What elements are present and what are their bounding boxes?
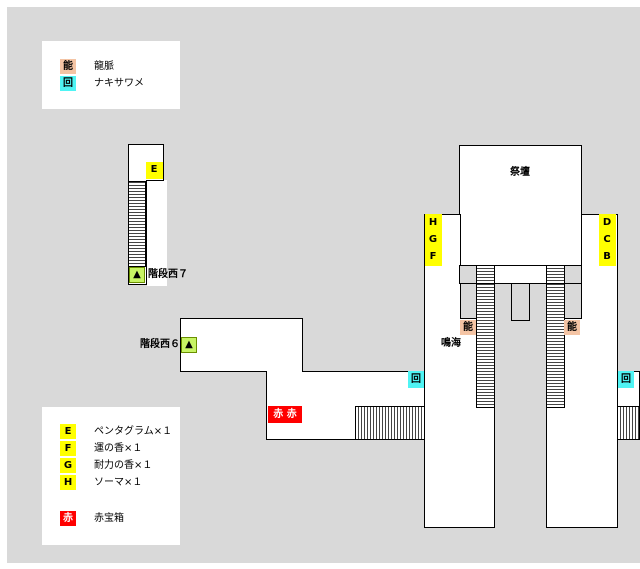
ryumyaku-icon: 能 — [564, 320, 580, 335]
corridor-join — [267, 368, 302, 373]
legend-label-f: 運の香×１ — [94, 443, 143, 454]
stairs-west-7-label: 階段西７ — [148, 269, 188, 280]
legend-label-nakisawame: ナキサワメ — [94, 78, 144, 89]
item-g-label: G — [428, 234, 438, 245]
item-e-marker — [146, 162, 163, 179]
item-h-legend-icon: H — [60, 475, 76, 490]
item-f-legend-icon: F — [60, 441, 76, 456]
tower-wall — [146, 180, 164, 181]
staircase-inner-left — [476, 265, 495, 284]
tower-notch — [147, 180, 167, 286]
altar-label: 祭壇 — [510, 167, 530, 178]
nakisawame-icon: 回 — [408, 371, 424, 388]
item-d-label: D — [602, 217, 612, 228]
legend-bottom: E ペンタグラム×１ F 運の香×１ G 耐力の香×１ H ソーマ×１ 赤 赤宝… — [42, 407, 180, 545]
item-f-label: F — [429, 251, 437, 262]
hall-join — [425, 314, 460, 320]
staircase-west-7 — [128, 181, 146, 267]
hall-join — [582, 314, 617, 320]
legend-label-h: ソーマ×１ — [94, 477, 143, 488]
item-c-label: C — [603, 234, 611, 245]
legend-top: 能 龍脈 回 ナキサワメ — [42, 41, 180, 109]
staircase-east-exit — [617, 406, 640, 440]
item-b-label: B — [603, 251, 611, 262]
ryumyaku-legend-icon: 能 — [60, 59, 76, 74]
pillar — [564, 265, 582, 284]
item-g-legend-icon: G — [60, 458, 76, 473]
pillar — [459, 265, 477, 284]
ryumyaku-icon: 能 — [460, 320, 476, 335]
item-h-label: H — [428, 217, 438, 228]
items-hgf-marker — [425, 214, 442, 266]
legend-label-ryumyaku: 龍脈 — [94, 61, 114, 72]
legend-label-chest: 赤宝箱 — [94, 513, 124, 524]
staircase-east — [546, 283, 565, 408]
nakisawame-icon: 回 — [618, 371, 634, 388]
item-e-legend-icon: E — [60, 424, 76, 439]
staircase-corridor — [355, 406, 427, 440]
staircase-narumi — [476, 283, 495, 408]
stairs-up-icon: ▲ — [129, 267, 145, 283]
narumi-label: 鳴海 — [441, 338, 461, 349]
items-dcb-marker — [599, 214, 616, 266]
legend-label-e: ペンタグラム×１ — [94, 426, 173, 437]
room-west-6 — [180, 318, 303, 372]
legend-label-g: 耐力の香×１ — [94, 460, 153, 471]
item-e-label: E — [150, 164, 158, 175]
tower-wall — [146, 180, 147, 285]
nakisawame-legend-icon: 回 — [60, 76, 76, 91]
room-altar — [459, 145, 582, 266]
stairs-west-6-label: 階段西６ — [140, 339, 180, 350]
central-pillar — [511, 283, 530, 321]
stairs-up-icon: ▲ — [181, 337, 197, 353]
chest-legend-icon: 赤 — [60, 511, 76, 526]
staircase-inner-right — [546, 265, 565, 284]
red-chests: 赤 赤 — [268, 406, 302, 423]
